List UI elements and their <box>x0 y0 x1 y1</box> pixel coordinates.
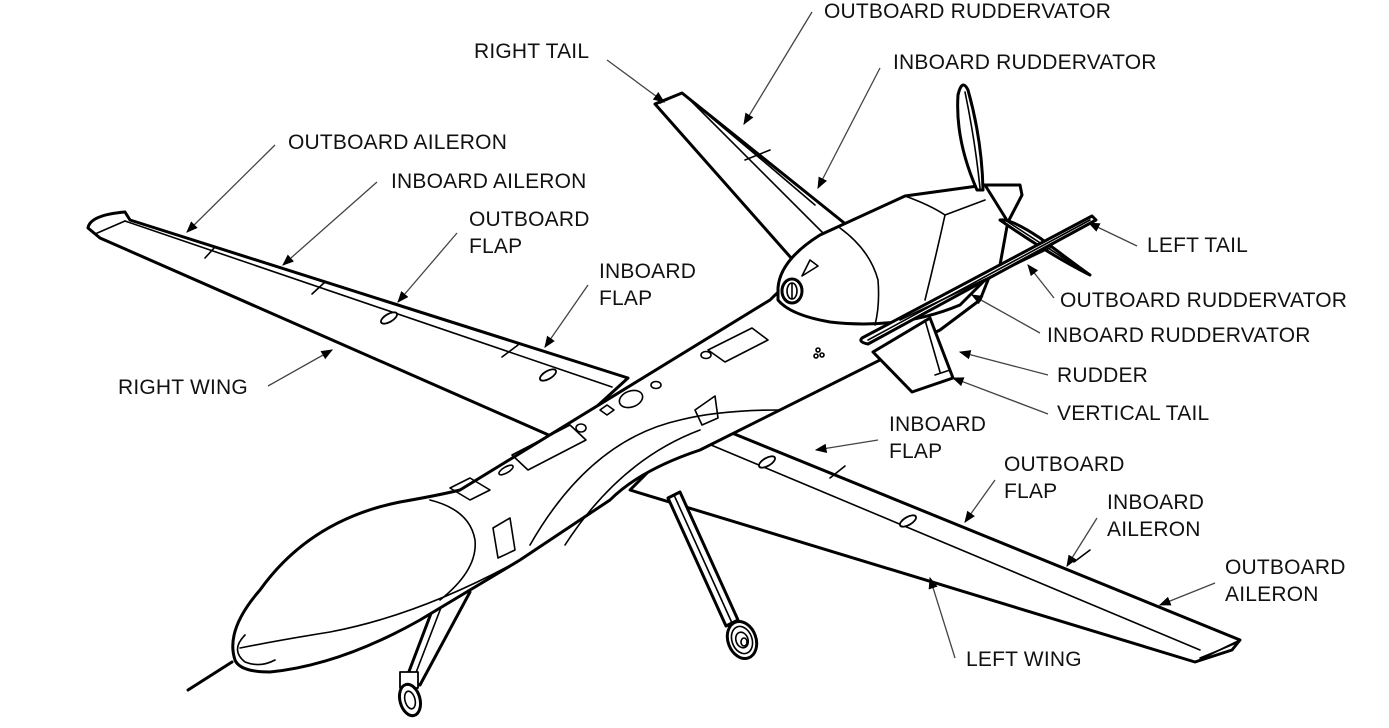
leader-left-tail <box>1087 222 1138 247</box>
leader-inboard-ruddervator-right <box>970 294 1041 334</box>
label-inboard-ruddervator-right: INBOARD RUDDERVATOR <box>1047 324 1311 347</box>
label-outboard-ruddervator-top: OUTBOARD RUDDERVATOR <box>824 0 1112 23</box>
leader-right-outboard-aileron <box>186 144 276 233</box>
leader-inboard-ruddervator-top <box>817 67 881 190</box>
propeller-spinner <box>983 183 1024 224</box>
label-right-outboard-flap: OUTBOARD FLAP <box>469 208 590 258</box>
label-right-inboard-flap: INBOARD FLAP <box>599 260 697 310</box>
left-flap-fairing-inboard <box>758 455 776 469</box>
leader-left-outboard-aileron <box>1158 582 1216 606</box>
label-right-wing: RIGHT WING <box>118 376 248 399</box>
right-flap-fairing-outboard <box>380 311 398 325</box>
label-inboard-ruddervator-top: INBOARD RUDDERVATOR <box>893 51 1157 74</box>
leader-right-wing <box>267 349 334 387</box>
left-tail <box>859 214 1098 346</box>
label-right-tail: RIGHT TAIL <box>474 40 590 63</box>
main-landing-gear <box>666 490 759 660</box>
nose-landing-gear <box>397 586 472 718</box>
left-flap-fairing-outboard <box>899 514 917 528</box>
label-left-wing: LEFT WING <box>966 648 1082 671</box>
leader-left-wing <box>928 576 956 659</box>
label-outboard-ruddervator-right: OUTBOARD RUDDERVATOR <box>1060 289 1348 312</box>
leader-right-inboard-aileron <box>282 181 378 266</box>
label-left-outboard-flap: OUTBOARD FLAP <box>1004 453 1125 503</box>
leader-lines <box>186 11 1216 659</box>
right-flap-fairing-inboard <box>539 368 557 382</box>
label-vertical-tail: VERTICAL TAIL <box>1057 402 1210 425</box>
label-rudder: RUDDER <box>1057 364 1149 387</box>
left-wing <box>628 418 1242 664</box>
label-left-outboard-aileron: OUTBOARD AILERON <box>1225 556 1346 606</box>
leader-left-inboard-aileron <box>1066 517 1098 567</box>
leader-rudder <box>958 350 1049 376</box>
label-left-inboard-aileron: INBOARD AILERON <box>1107 491 1205 541</box>
leader-vertical-tail <box>951 377 1049 415</box>
leader-left-outboard-flap <box>964 479 996 523</box>
label-right-outboard-aileron: OUTBOARD AILERON <box>288 131 508 154</box>
nose-probe <box>186 660 234 692</box>
leader-left-inboard-flap <box>814 439 879 453</box>
label-left-tail: LEFT TAIL <box>1147 234 1249 257</box>
right-tail <box>653 91 850 270</box>
leader-outboard-ruddervator-top <box>743 11 813 126</box>
leader-right-outboard-flap <box>397 232 458 303</box>
label-left-inboard-flap: INBOARD FLAP <box>889 413 987 463</box>
label-right-inboard-aileron: INBOARD AILERON <box>391 170 587 193</box>
leader-right-inboard-flap <box>544 284 589 348</box>
leader-right-tail <box>606 59 665 103</box>
leader-outboard-ruddervator-right <box>1027 264 1055 299</box>
